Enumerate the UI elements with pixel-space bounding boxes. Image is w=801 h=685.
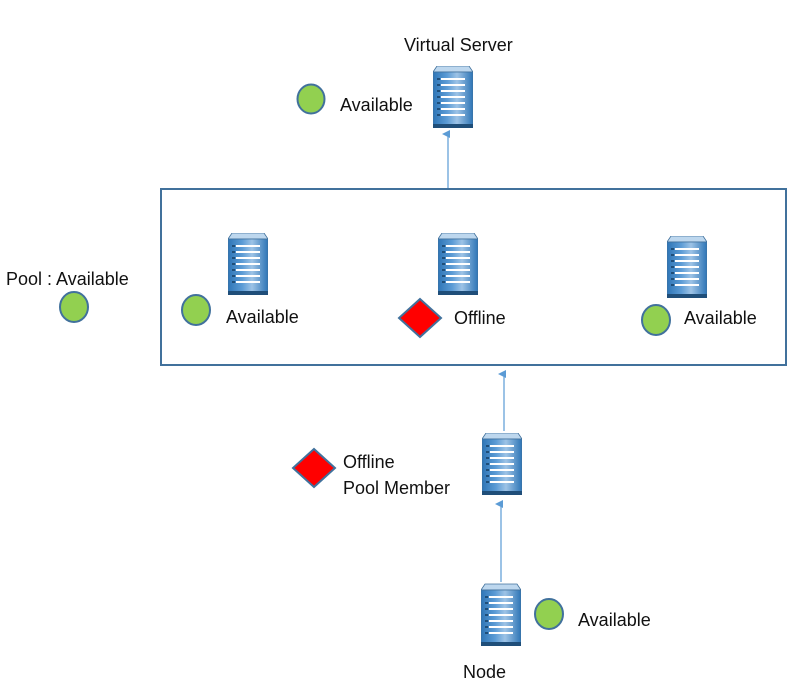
virtual-server-available-status-icon [296, 83, 326, 115]
pool-member-2-offline-status-icon [397, 297, 443, 339]
pool-label: Pool : Available [6, 269, 129, 289]
pool-member-offline-status-icon [291, 447, 337, 489]
pool-member-3-status: Available [684, 308, 757, 328]
pool-member-server-icon[interactable] [482, 433, 522, 495]
pool-member-2-server-icon[interactable] [438, 233, 478, 295]
node-server-icon[interactable] [481, 583, 521, 647]
pool-member-3-server-icon[interactable] [667, 236, 707, 298]
pool-available-status-icon [59, 291, 89, 323]
pool-member-1-server-icon[interactable] [228, 233, 268, 295]
pool-container [160, 188, 787, 366]
pool-member-1-available-status-icon [181, 294, 211, 326]
virtual-server-status: Available [340, 95, 413, 115]
node-available-status-icon [534, 598, 564, 630]
virtual-server-server-icon[interactable] [433, 66, 473, 128]
pool-member-status: Offline [343, 452, 395, 472]
pool-member-label: Pool Member [343, 478, 451, 498]
pool-member-1-status: Available [226, 307, 299, 327]
node-label: Node [463, 662, 507, 682]
pool-member-3-available-status-icon [641, 304, 671, 336]
pool-member-2-status: Offline [454, 308, 506, 328]
node-status: Available [578, 610, 651, 630]
virtual-server-title: Virtual Server [404, 35, 513, 55]
